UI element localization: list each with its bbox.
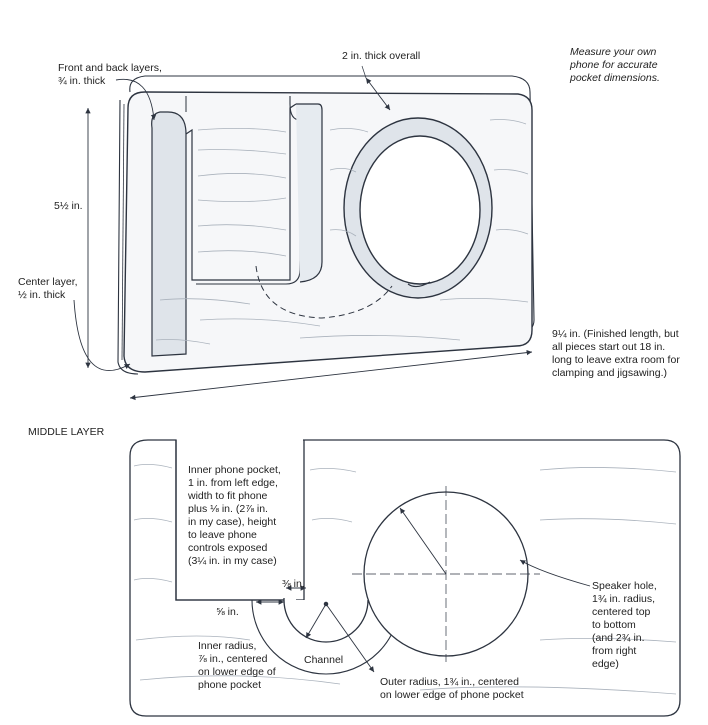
- height-label: 5½ in.: [54, 200, 83, 212]
- middle-layer-board: [129, 438, 681, 717]
- speaker-leader: [519, 559, 591, 587]
- measure-note: Measure your own phone for accurate pock…: [570, 46, 660, 84]
- thickness-dimension: [365, 77, 391, 111]
- length-label: 9¼ in. (Finished length, but all pieces …: [552, 328, 680, 379]
- five-eighths-label: ⅝ in.: [216, 606, 239, 618]
- front-layer-leader: [115, 78, 157, 121]
- center-layer-label: Center layer, ½ in. thick: [18, 276, 78, 301]
- wood-grain: [155, 119, 529, 345]
- speaker-radius-dimension: [399, 507, 447, 575]
- length-dimension: [129, 349, 533, 401]
- channel-label: Channel: [304, 654, 344, 666]
- hidden-channel: [255, 265, 393, 319]
- outer-radius-label: Outer radius, 1¾ in., centered on lower …: [380, 676, 524, 701]
- center-layer-leader: [73, 299, 131, 371]
- middle-dimensions: [256, 507, 591, 673]
- inner-radius-label: Inner radius, ⅞ in., centered on lower e…: [198, 640, 276, 691]
- middle-layer-title: MIDDLE LAYER: [28, 426, 105, 438]
- block-layer-line: [121, 103, 125, 361]
- inner-radius-arc: [283, 599, 369, 643]
- assembly-dimensions: [73, 65, 533, 401]
- outer-radius-dimension: [325, 603, 375, 673]
- speaker-hole-inner: [359, 135, 481, 285]
- front-back-layers-label: Front and back layers, ¾ in. thick: [58, 62, 162, 87]
- thickness-label: 2 in. thick overall: [342, 50, 421, 62]
- middle-wood-grain: [133, 464, 677, 695]
- three-eighths-label: ⅜ in.: [282, 578, 305, 590]
- inner-phone-pocket: [177, 438, 303, 598]
- inner-radius-dimension: [305, 603, 327, 639]
- assembly-block: [117, 75, 535, 375]
- pocket-right-face: [296, 103, 323, 283]
- speaker-hole-label: Speaker hole, 1¾ in. radius, centered to…: [592, 580, 657, 670]
- pocket-inner: [185, 103, 297, 281]
- channel-notch: [407, 281, 431, 288]
- pocket-opening: [151, 111, 187, 357]
- inner-pocket-label: Inner phone pocket, 1 in. from left edge…: [188, 464, 281, 567]
